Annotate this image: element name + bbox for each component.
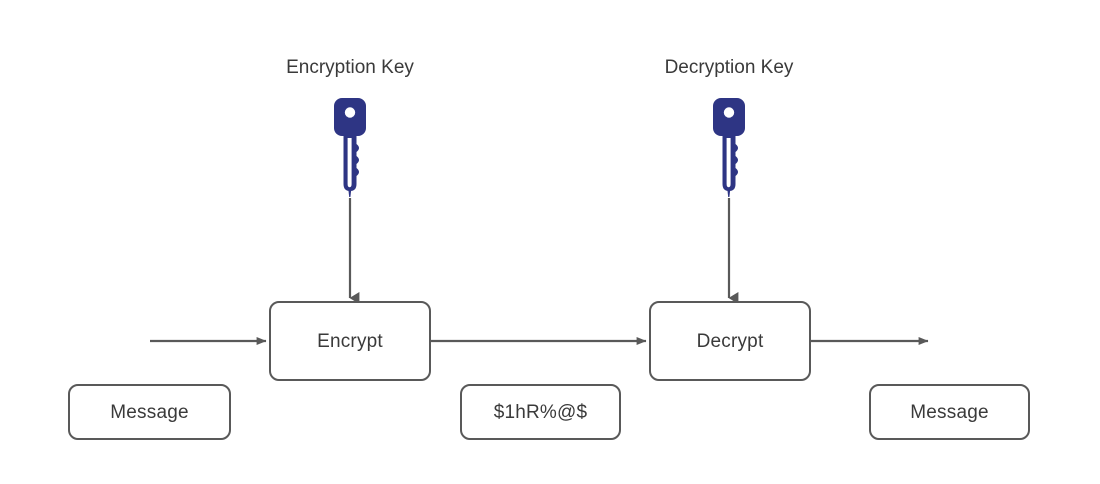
node-label: Message <box>910 401 989 423</box>
node-label: Decrypt <box>696 330 764 352</box>
node-decrypt: Decrypt <box>649 301 811 381</box>
encryption-key-caption: Encryption Key <box>286 57 414 78</box>
node-message-input: Message <box>68 384 231 440</box>
node-ciphertext: $1hR%@$ <box>460 384 621 440</box>
node-message-output: Message <box>869 384 1030 440</box>
node-label: Message <box>110 401 189 423</box>
node-encrypt: Encrypt <box>269 301 431 381</box>
key-icon <box>713 98 745 197</box>
key-icon <box>334 98 366 197</box>
node-label: $1hR%@$ <box>493 401 588 423</box>
node-label: Encrypt <box>317 330 383 352</box>
decryption-key-caption: Decryption Key <box>664 57 794 78</box>
